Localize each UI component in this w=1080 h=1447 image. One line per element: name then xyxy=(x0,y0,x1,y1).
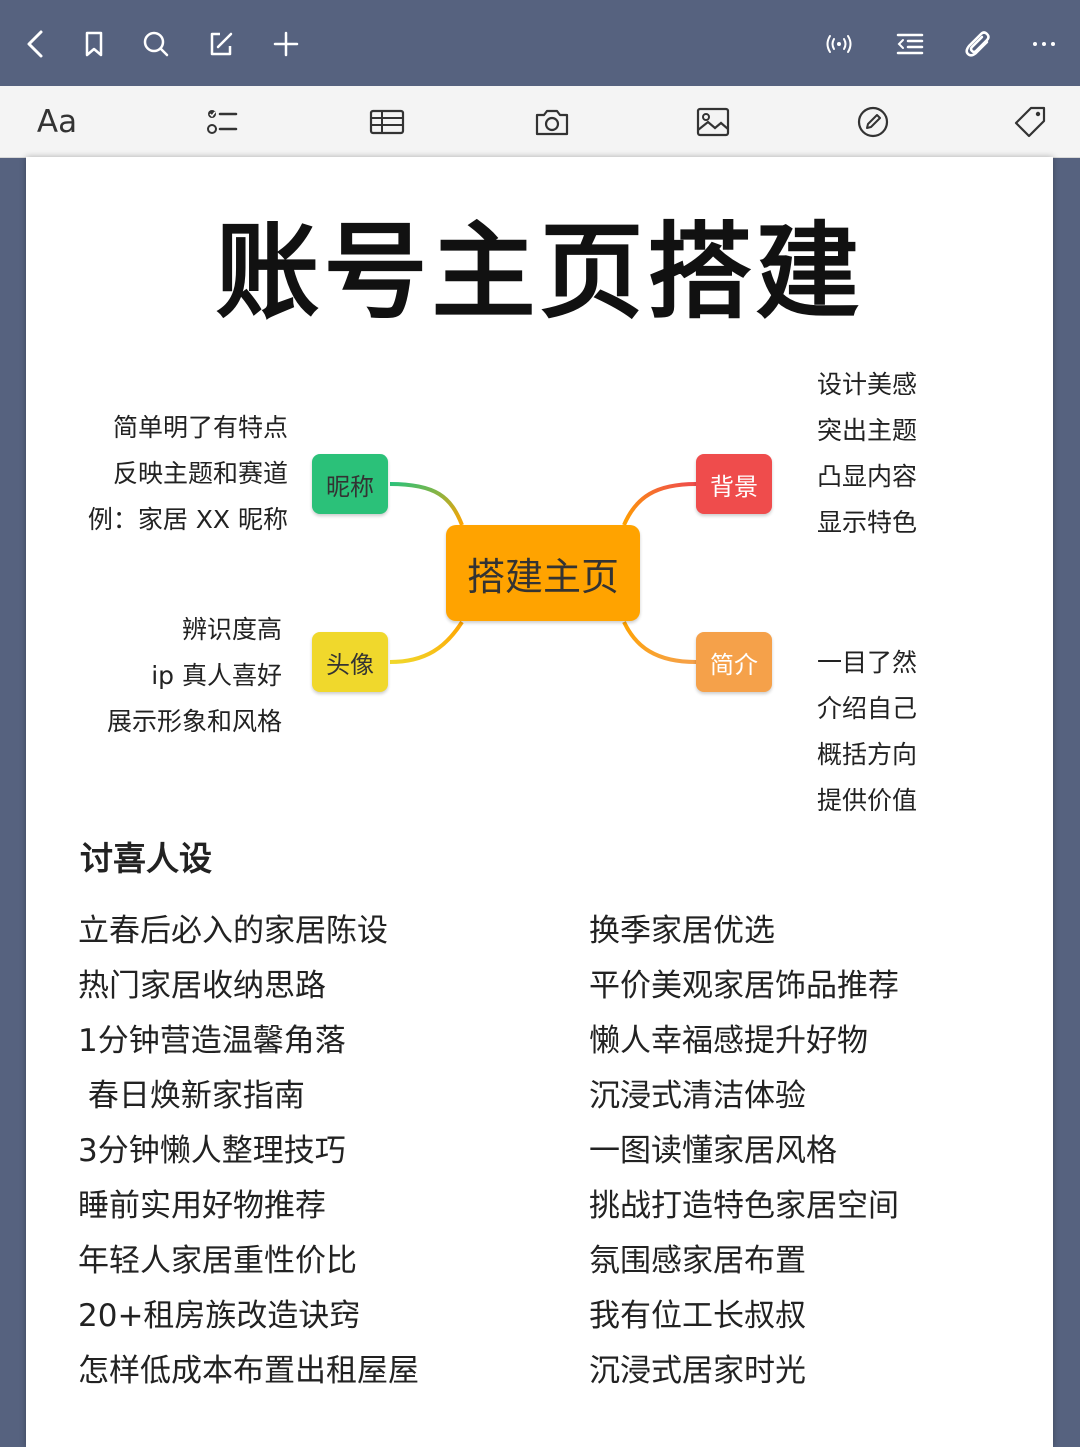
list-item: 立春后必入的家居陈设 xyxy=(78,913,388,949)
note-text: 介绍自己 xyxy=(817,694,918,723)
note-text: 一目了然 xyxy=(817,648,918,677)
note-page: 账号主页搭建 搭建主页 昵称 头像 背景 简介 简单明了有特点 反映主题和赛道 … xyxy=(26,157,1053,1447)
note-text: 突出主题 xyxy=(817,416,918,445)
back-icon[interactable] xyxy=(14,22,58,66)
list-item: 平价美观家居饰品推荐 xyxy=(589,968,899,1004)
more-icon[interactable] xyxy=(1022,22,1066,66)
connector-background xyxy=(622,482,697,526)
note-text: ip 真人喜好 xyxy=(151,661,282,690)
outline-icon[interactable] xyxy=(888,22,932,66)
list-item: 沉浸式居家时光 xyxy=(589,1353,806,1389)
list-item: 睡前实用好物推荐 xyxy=(78,1188,326,1224)
connector-intro xyxy=(622,621,697,664)
avatar-notes: 辨识度高 ip 真人喜好 展示形象和风格 xyxy=(107,607,282,745)
editing-toolbar: Aa xyxy=(0,86,1080,158)
connector-avatar xyxy=(389,620,464,664)
background-notes: 设计美感 突出主题 凸显内容 显示特色 xyxy=(817,362,917,546)
list-item: 3分钟懒人整理技巧 xyxy=(78,1133,346,1169)
broadcast-icon[interactable] xyxy=(817,22,861,66)
mind-map: 搭建主页 昵称 头像 背景 简介 简单明了有特点 反映主题和赛道 例：家居 XX… xyxy=(26,157,1053,857)
checklist-icon[interactable] xyxy=(197,98,247,146)
intro-notes: 一目了然 介绍自己 概括方向 提供价值 xyxy=(817,640,917,824)
list-item: 懒人幸福感提升好物 xyxy=(589,1023,868,1059)
image-icon[interactable] xyxy=(688,98,738,146)
list-item: 氛围感家居布置 xyxy=(589,1243,806,1279)
camera-icon[interactable] xyxy=(527,98,577,146)
list-item: 我有位工长叔叔 xyxy=(589,1298,806,1334)
note-text: 提供价值 xyxy=(817,786,918,815)
note-text: 展示形象和风格 xyxy=(106,707,282,736)
note-text: 设计美感 xyxy=(817,370,918,399)
list-item: 怎样低成本布置出租屋屋 xyxy=(78,1353,419,1389)
note-text: 反映主题和赛道 xyxy=(112,459,288,488)
list-item: 沉浸式清洁体验 xyxy=(589,1078,806,1114)
add-icon[interactable] xyxy=(264,22,308,66)
note-text: 显示特色 xyxy=(817,508,918,537)
intro-node: 简介 xyxy=(696,632,772,692)
background-node: 背景 xyxy=(696,454,772,514)
search-icon[interactable] xyxy=(134,22,178,66)
persona-list-right: 换季家居优选 平价美观家居饰品推荐 懒人幸福感提升好物 沉浸式清洁体验 一图读懂… xyxy=(589,904,899,1399)
text-style-label: Aa xyxy=(36,104,78,140)
list-item: 春日焕新家指南 xyxy=(78,1078,305,1114)
list-item: 20+租房族改造诀窍 xyxy=(78,1298,361,1334)
list-item: 年轻人家居重性价比 xyxy=(78,1243,357,1279)
mind-map-connectors xyxy=(389,482,697,664)
list-item: 换季家居优选 xyxy=(589,913,775,949)
section-heading: 讨喜人设 xyxy=(80,839,212,878)
persona-list-left: 立春后必入的家居陈设 热门家居收纳思路 1分钟营造温馨角落 春日焕新家指南 3分… xyxy=(78,904,419,1399)
note-text: 辨识度高 xyxy=(181,615,282,644)
nickname-notes: 简单明了有特点 反映主题和赛道 例：家居 XX 昵称 xyxy=(88,405,288,543)
bookmark-icon[interactable] xyxy=(72,22,116,66)
center-node: 搭建主页 xyxy=(446,525,640,621)
connector-nickname xyxy=(389,482,464,526)
list-item: 一图读懂家居风格 xyxy=(589,1133,837,1169)
attachment-icon[interactable] xyxy=(956,22,1000,66)
note-text: 例：家居 XX 昵称 xyxy=(87,505,288,534)
tag-icon[interactable] xyxy=(1005,98,1055,146)
note-text: 凸显内容 xyxy=(817,462,918,491)
text-style-icon[interactable]: Aa xyxy=(32,98,82,146)
list-item: 挑战打造特色家居空间 xyxy=(589,1188,899,1224)
table-icon[interactable] xyxy=(362,98,412,146)
note-text: 简单明了有特点 xyxy=(112,413,288,442)
list-item: 热门家居收纳思路 xyxy=(78,968,326,1004)
top-navigation-bar xyxy=(0,0,1080,86)
note-text: 概括方向 xyxy=(817,740,918,769)
edit-icon[interactable] xyxy=(199,22,243,66)
pen-icon[interactable] xyxy=(848,98,898,146)
nickname-node: 昵称 xyxy=(312,454,388,514)
page-title: 账号主页搭建 xyxy=(215,211,864,333)
avatar-node: 头像 xyxy=(312,632,388,692)
list-item: 1分钟营造温馨角落 xyxy=(78,1023,346,1059)
